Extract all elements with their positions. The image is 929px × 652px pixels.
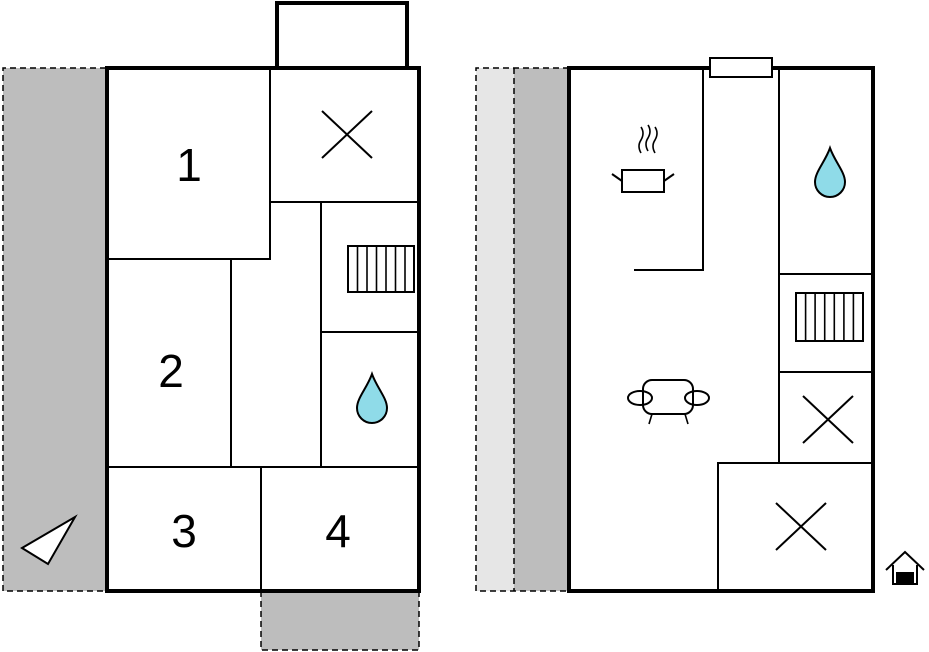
roof-window <box>709 57 773 78</box>
water-drop-icon <box>813 145 847 198</box>
right-terrace-light <box>476 68 514 591</box>
sofa-icon <box>627 379 710 425</box>
left-outer-wall <box>105 66 421 593</box>
right-terrace-outline <box>475 67 569 592</box>
window-x-icon <box>775 502 827 551</box>
left-terrace-outline <box>2 67 106 592</box>
stairs-icon <box>347 245 415 293</box>
compass-north-icon <box>20 514 78 566</box>
right-floor <box>475 57 925 593</box>
water-drop-icon <box>355 371 389 424</box>
window-x-icon <box>802 395 854 444</box>
top-annex-wall <box>275 1 409 68</box>
bottom-terrace <box>261 591 419 650</box>
stairs-icon <box>795 292 864 342</box>
right-outer-wall <box>567 66 875 593</box>
left-interior-walls <box>107 68 419 591</box>
room-number-3: 3 <box>171 505 197 557</box>
window-x-icon <box>321 110 373 159</box>
room-number-1: 1 <box>176 139 202 191</box>
left-terrace <box>3 68 106 591</box>
cooking-pot-icon <box>611 124 675 193</box>
house-entrance-icon <box>885 550 925 585</box>
left-floor: 1 2 3 4 <box>2 1 421 651</box>
room-number-2: 2 <box>158 345 184 397</box>
right-interior-walls <box>634 68 873 591</box>
room-number-4: 4 <box>325 505 351 557</box>
right-terrace-dark <box>514 68 569 591</box>
